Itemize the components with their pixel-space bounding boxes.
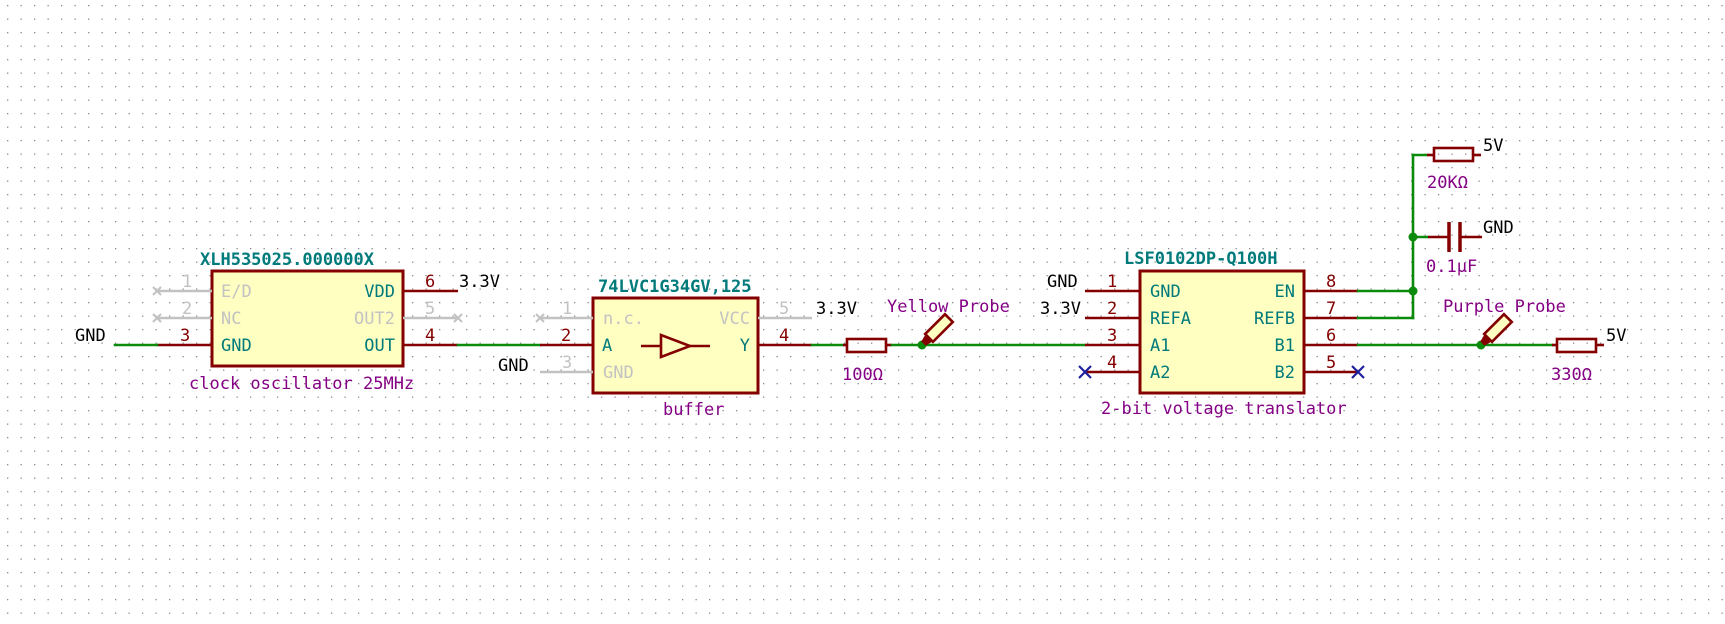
pin-name: A1 [1150, 336, 1170, 356]
pin-number: 5 [425, 299, 435, 319]
pin-number: 3 [562, 353, 572, 373]
oscillator-symbol[interactable]: XLH535025.000000X 1 E/D 2 NC 3 GND 6 VDD… [152, 250, 463, 394]
oscillator-description: clock oscillator 25MHz [189, 374, 414, 394]
pin-name: GND [1150, 282, 1181, 302]
no-connect-icon [535, 313, 545, 323]
no-connect-icon [1078, 365, 1092, 379]
pin-number: 1 [182, 272, 192, 292]
pin-name: NC [221, 309, 241, 329]
junction-dot [1408, 286, 1418, 296]
power-label-5v: 5V [1483, 136, 1503, 156]
probe-icon [1480, 312, 1514, 346]
resistor-value: 100Ω [842, 365, 883, 385]
pin-name: GND [221, 336, 252, 356]
pin-name: A2 [1150, 363, 1170, 383]
oscillator-refdes: XLH535025.000000X [200, 250, 375, 270]
yellow-probe[interactable]: Yellow Probe [887, 297, 1010, 350]
pin-name: VCC [719, 309, 750, 329]
capacitor-0.1uF[interactable]: 0.1µF [1426, 222, 1482, 277]
buffer-symbol[interactable]: 74LVC1G34GV,125 1 n.c. 2 A 3 GND 5 VCC 4… [535, 277, 812, 420]
power-label-gnd: GND [75, 326, 106, 346]
probe-label: Yellow Probe [887, 297, 1010, 317]
power-label-gnd: GND [498, 356, 529, 376]
buffer-description: buffer [663, 400, 724, 420]
resistor-value: 20KΩ [1427, 173, 1468, 193]
resistor-body [1432, 146, 1475, 163]
pin-number: 2 [182, 299, 192, 319]
grid [7, 5, 1723, 614]
buffer-body [591, 296, 760, 395]
resistor-body [845, 337, 888, 354]
pin-number: 2 [561, 326, 571, 346]
pin-number: 6 [425, 272, 435, 292]
no-connect-icon [152, 313, 162, 323]
junction-dot [1408, 232, 1418, 242]
pin-name: E/D [221, 282, 252, 302]
translator-description: 2-bit voltage translator [1101, 399, 1347, 419]
resistor-20k[interactable]: 20KΩ [1427, 146, 1481, 193]
power-label-5v: 5V [1606, 326, 1626, 346]
translator-body [1138, 269, 1306, 395]
translator-symbol[interactable]: LSF0102DP-Q100H 1 GND 2 REFA 3 A1 4 A2 8… [1078, 249, 1365, 419]
probe-icon [921, 312, 955, 346]
pin-name: EN [1275, 282, 1295, 302]
pin-number: 8 [1326, 272, 1336, 292]
no-connect-icon [1351, 365, 1365, 379]
buffer-triangle-icon [641, 333, 710, 359]
resistor-value: 330Ω [1551, 365, 1592, 385]
pin-number: 4 [425, 326, 435, 346]
pin-number: 1 [1107, 272, 1117, 292]
pin-name: OUT [364, 336, 395, 356]
pin-name: REFA [1150, 309, 1191, 329]
pin-name: B1 [1275, 336, 1295, 356]
pin-number: 5 [779, 299, 789, 319]
pin-number: 1 [562, 299, 572, 319]
translator-refdes: LSF0102DP-Q100H [1124, 249, 1278, 269]
pin-name: A [602, 336, 612, 356]
pin-name: REFB [1254, 309, 1295, 329]
pin-name: n.c. [603, 309, 644, 329]
capacitor-value: 0.1µF [1426, 257, 1477, 277]
no-connect-icon [152, 286, 162, 296]
power-label-gnd: GND [1483, 218, 1514, 238]
pin-number: 7 [1326, 299, 1336, 319]
resistor-body [1555, 337, 1598, 354]
pin-number: 4 [779, 326, 789, 346]
pin-number: 3 [1107, 326, 1117, 346]
purple-probe[interactable]: Purple Probe [1443, 297, 1566, 350]
pin-name: Y [740, 336, 750, 356]
pin-name: OUT2 [354, 309, 395, 329]
pin-name: GND [603, 363, 634, 383]
probe-label: Purple Probe [1443, 297, 1566, 317]
pin-number: 5 [1326, 353, 1336, 373]
resistor-100-ohm[interactable]: 100Ω [842, 337, 892, 385]
power-label-3v3: 3.3V [459, 272, 500, 292]
no-connect-icon [453, 313, 463, 323]
pin-number: 4 [1107, 353, 1117, 373]
power-label-3v3: 3.3V [1040, 299, 1081, 319]
resistor-330-ohm[interactable]: 330Ω [1551, 337, 1604, 385]
pin-number: 3 [180, 326, 190, 346]
oscillator-body [210, 269, 405, 368]
power-label-3v3: 3.3V [816, 299, 857, 319]
power-label-gnd: GND [1047, 272, 1078, 292]
buffer-refdes: 74LVC1G34GV,125 [598, 277, 752, 297]
pin-name: B2 [1275, 363, 1295, 383]
pin-name: VDD [364, 282, 395, 302]
pin-number: 2 [1107, 299, 1117, 319]
pin-number: 6 [1326, 326, 1336, 346]
